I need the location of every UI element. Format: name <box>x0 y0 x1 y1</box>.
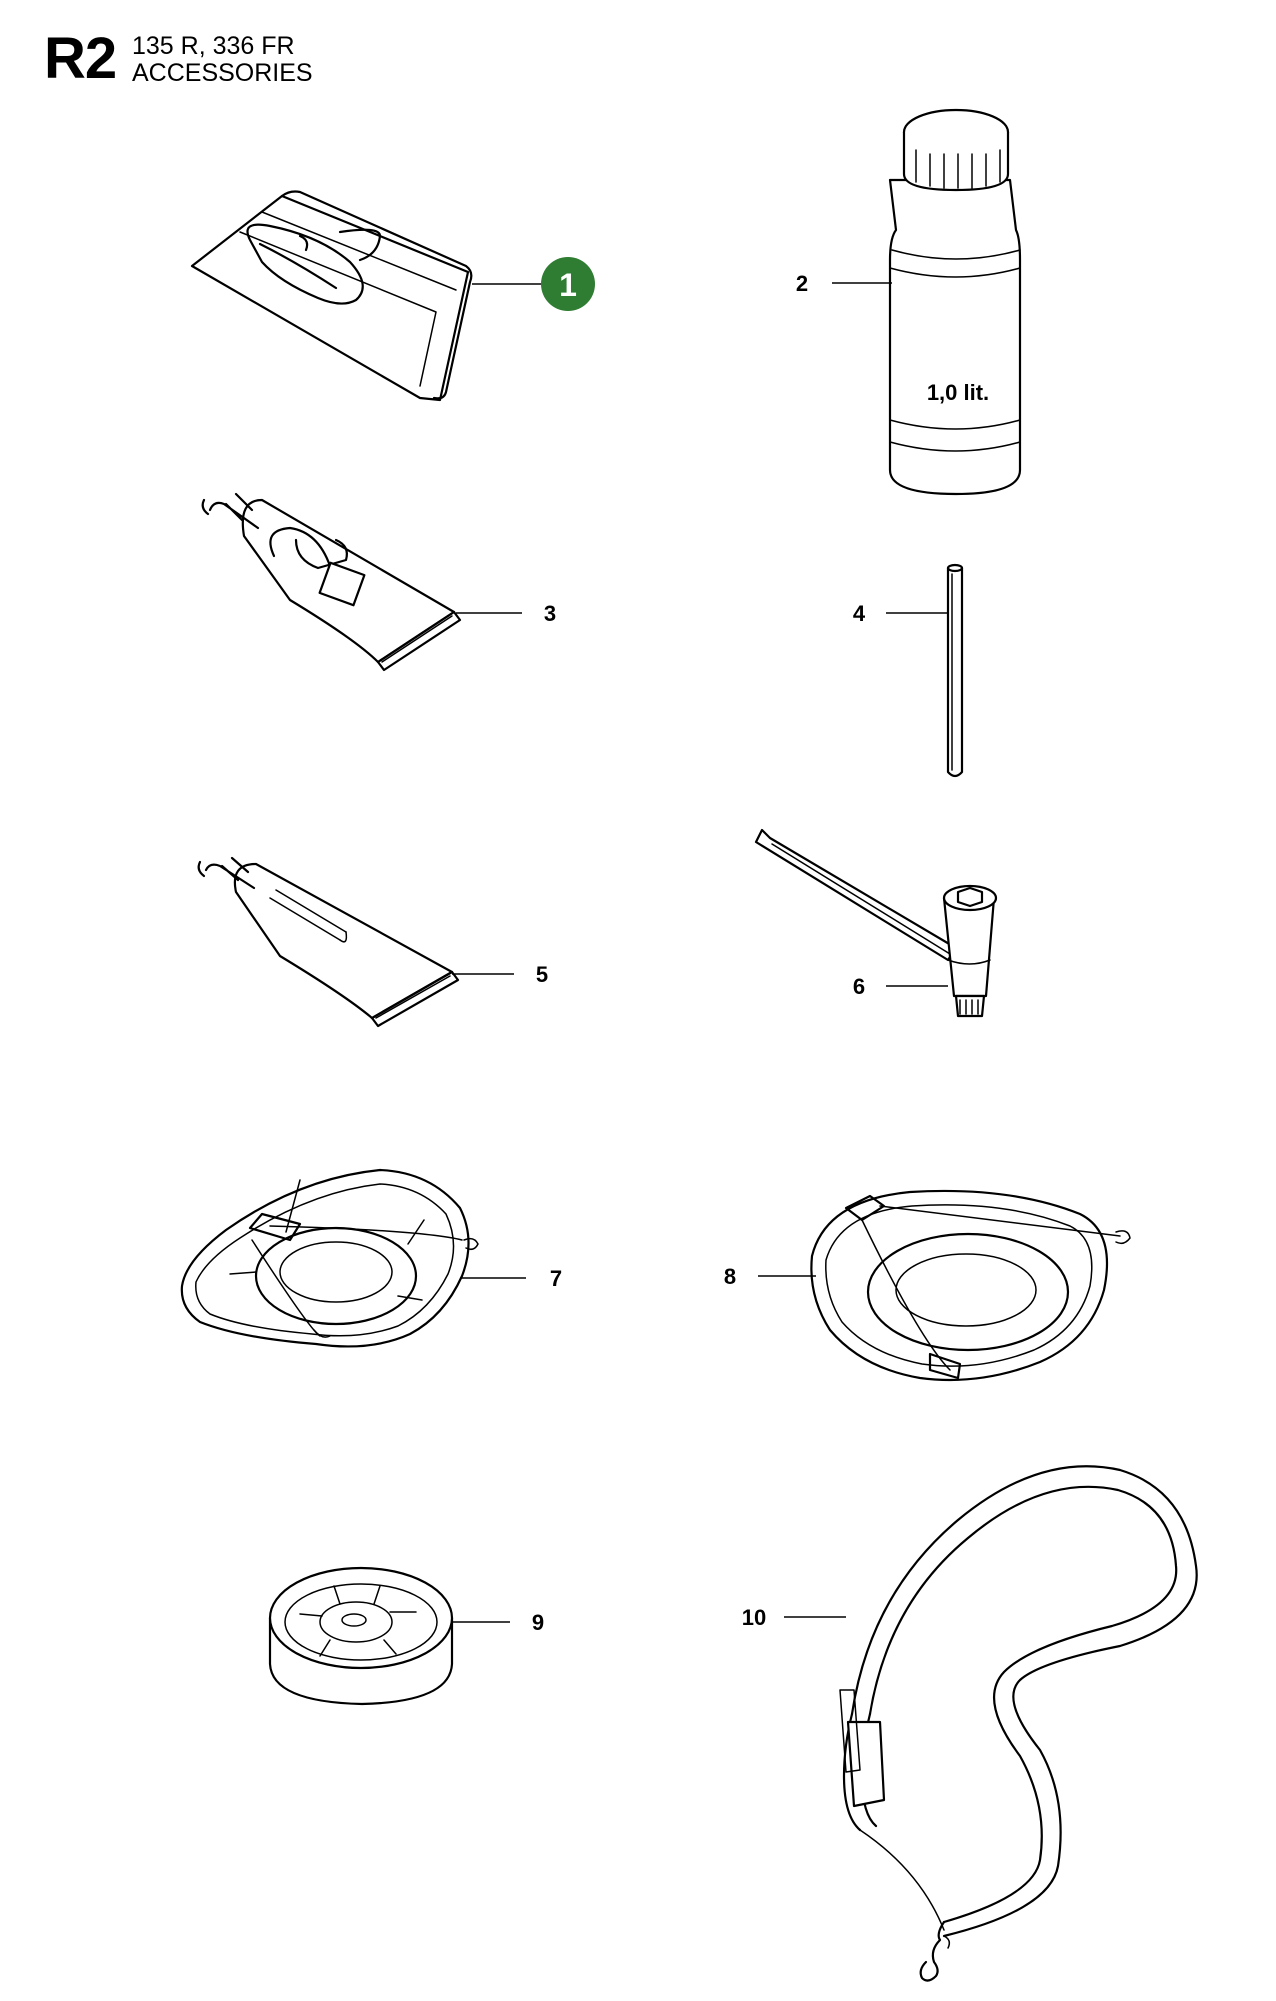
part-5-grease-tube[interactable] <box>197 856 460 1028</box>
part-8-deflector-guard[interactable] <box>810 1189 1131 1382</box>
callout-8-label[interactable]: 8 <box>724 1264 736 1289</box>
section-code: R2 <box>44 26 117 91</box>
part-4-locking-pin[interactable] <box>946 563 964 778</box>
part-2-oil-bottle[interactable]: 1,0 lit. <box>888 108 1022 496</box>
callout-5-label[interactable]: 5 <box>536 962 548 987</box>
section-title: ACCESSORIES <box>132 59 313 87</box>
callout-2-label[interactable]: 2 <box>796 271 808 296</box>
bottle-volume-label: 1,0 lit. <box>927 380 989 405</box>
part-1-manual-pouch[interactable] <box>190 190 473 402</box>
callout-6-label[interactable]: 6 <box>853 974 865 999</box>
part-9-support-cup[interactable] <box>268 1566 454 1706</box>
model-list: 135 R, 336 FR <box>132 32 295 60</box>
part-10-shoulder-strap[interactable] <box>839 1465 1198 1982</box>
callout-1-label: 1 <box>559 267 577 303</box>
callout-3-label[interactable]: 3 <box>544 601 556 626</box>
callout-10-label[interactable]: 10 <box>742 1605 766 1630</box>
callout-9-label[interactable]: 9 <box>532 1610 544 1635</box>
callout-4-label[interactable]: 4 <box>853 601 866 626</box>
part-7-deflector-guard[interactable] <box>180 1168 479 1348</box>
part-3-grease-tube[interactable] <box>201 492 462 672</box>
callout-1-badge[interactable]: 1 <box>541 257 595 311</box>
part-6-combination-spanner[interactable] <box>754 828 998 1018</box>
callout-7-label[interactable]: 7 <box>550 1266 562 1291</box>
